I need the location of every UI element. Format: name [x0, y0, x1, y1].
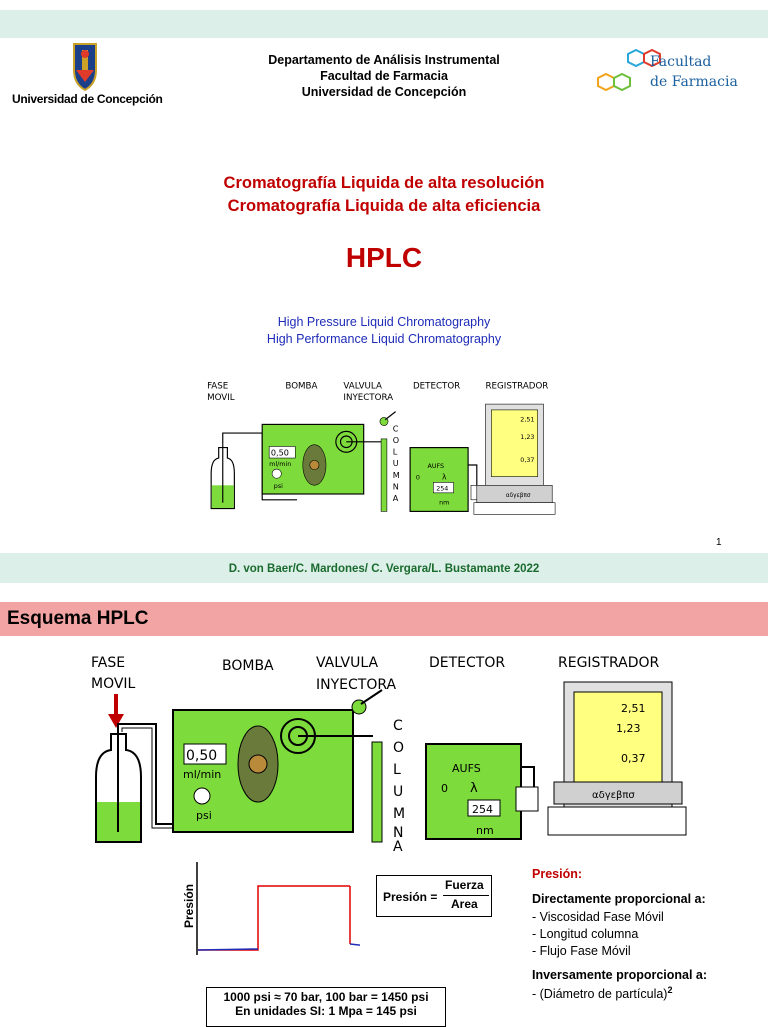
columna-letter: O: [393, 435, 399, 445]
keyboard-label: αδγεβπσ: [506, 493, 531, 499]
title-line: Cromatografía Liquida de alta eficiencia: [227, 197, 541, 215]
bomba-label: BOMBA: [285, 381, 317, 391]
movil-label: MOVIL: [207, 393, 235, 403]
psi-unit: psi: [274, 482, 283, 490]
graph-ylabel: Presión: [182, 884, 196, 928]
slide-titles: Cromatografía Liquida de alta resolución…: [100, 172, 668, 218]
department-block: Departamento de Análisis Instrumental Fa…: [200, 52, 568, 100]
columna-letter: C: [393, 423, 399, 433]
columna-letter: M: [393, 806, 405, 822]
bomba-label: BOMBA: [222, 658, 274, 674]
lambda-label: λ: [470, 781, 478, 796]
subtitle-block: High Pressure Liquid Chromatography High…: [0, 314, 768, 348]
inverse-exponent: 2: [667, 985, 673, 995]
hplc-diagram-large: FASE MOVIL BOMBA VALVULA INYECTORA DETEC…: [91, 655, 687, 852]
top-band: [0, 10, 768, 38]
peak-label: 2,51: [520, 416, 534, 424]
peak-label: 1,23: [616, 722, 641, 735]
subtitle-line: High Performance Liquid Chromatography: [266, 332, 502, 346]
subtitle-line: High Pressure Liquid Chromatography: [277, 315, 491, 329]
arrow-down-icon: [108, 694, 124, 728]
direct-item: - Flujo Fase Móvil: [532, 944, 631, 958]
columna-letter: A: [393, 493, 399, 503]
university-line: Universidad de Concepción: [301, 85, 467, 99]
columna-letter: N: [393, 481, 399, 491]
slide-title: Esquema HPLC: [7, 608, 149, 629]
wavelength-readout: 254: [472, 803, 493, 816]
inyectora-label: INYECTORA: [316, 677, 397, 693]
title-line: Cromatografía Liquida de alta resolución: [223, 174, 545, 192]
registrador-label: REGISTRADOR: [486, 381, 549, 391]
direct-heading: Directamente proporcional a:: [532, 892, 706, 906]
hplc-diagram-small: FASE MOVIL BOMBA VALVULA INYECTORA DETEC…: [207, 381, 556, 515]
presion-heading: Presión:: [532, 867, 583, 881]
nm-label: nm: [476, 824, 494, 837]
faculty-logo-line: Facultad: [650, 54, 712, 70]
columna-letter: U: [393, 784, 403, 800]
esquema-slide: Esquema HPLC FASE MOVIL BOMBA VALVULA IN…: [0, 590, 768, 1027]
columna-letter: O: [393, 740, 404, 756]
faculty-logo-line: de Farmacia: [650, 74, 738, 90]
peak-label: 0,37: [520, 456, 534, 464]
columna-letter: U: [393, 458, 399, 468]
inverse-item: - (Diámetro de partícula)2: [532, 985, 672, 1001]
psi-unit: psi: [196, 809, 212, 822]
inverse-item-text: - (Diámetro de partícula): [532, 987, 668, 1002]
inverse-heading: Inversamente proporcional a:: [532, 968, 708, 982]
udec-crest-icon: [73, 43, 97, 92]
nm-label: nm: [439, 498, 449, 506]
university-label: Universidad de Concepción: [12, 92, 163, 106]
columna-letter: L: [393, 447, 398, 457]
fase-label: FASE: [207, 381, 228, 391]
zero-label: 0: [441, 782, 448, 795]
faculty-hexagon-icon: [597, 48, 661, 92]
pressure-formula: Presión = Fuerza Area: [376, 875, 492, 917]
page-number: 1: [716, 537, 722, 548]
flow-readout: 0,50: [271, 448, 289, 458]
flow-unit: ml/min: [183, 768, 221, 781]
direct-item: - Viscosidad Fase Móvil: [532, 910, 664, 924]
conversion-line: En unidades SI: 1 Mpa = 145 psi: [235, 1004, 417, 1018]
columna-letter: M: [393, 470, 400, 480]
fase-label: FASE: [91, 655, 125, 671]
keyboard-label: αδγεβπσ: [592, 790, 635, 801]
direct-list: - Viscosidad Fase Móvil - Longitud colum…: [532, 909, 664, 960]
authors-line: D. von Baer/C. Mardones/ C. Vergara/L. B…: [228, 563, 540, 575]
direct-item: - Longitud columna: [532, 927, 639, 941]
title-slide: Universidad de Concepción Departamento d…: [0, 10, 768, 583]
columna-letter: N: [393, 825, 403, 841]
columna-letter: C: [393, 718, 403, 734]
movil-label: MOVIL: [91, 676, 136, 692]
conversion-line: 1000 psi ≈ 70 bar, 100 bar = 1450 psi: [223, 990, 429, 1004]
columna-letter: L: [393, 762, 401, 778]
flow-readout: 0,50: [186, 748, 217, 764]
peak-label: 0,37: [621, 752, 646, 765]
formula-numerator: Fuerza: [445, 878, 484, 892]
columna-letter: A: [393, 839, 403, 852]
unit-conversion-box: 1000 psi ≈ 70 bar, 100 bar = 1450 psi En…: [206, 987, 446, 1027]
aufs-label: AUFS: [428, 462, 445, 470]
lambda-label: λ: [442, 473, 447, 482]
pressure-graph: Presión: [182, 862, 360, 955]
detector-label: DETECTOR: [413, 381, 460, 391]
wavelength-readout: 254: [436, 485, 448, 493]
peak-label: 2,51: [621, 702, 646, 715]
inyectora-label: INYECTORA: [343, 393, 393, 403]
valvula-label: VALVULA: [316, 655, 378, 671]
detector-label: DETECTOR: [429, 655, 505, 671]
faculty-line: Facultad de Farmacia: [320, 69, 448, 83]
flow-unit: ml/min: [269, 460, 291, 468]
author-band: [0, 553, 768, 583]
department-line: Departamento de Análisis Instrumental: [268, 53, 500, 67]
slide-header-band: [0, 602, 768, 636]
hplc-acronym: HPLC: [345, 242, 423, 273]
registrador-label: REGISTRADOR: [558, 655, 660, 671]
formula-lhs: Presión =: [383, 890, 438, 904]
formula-denominator: Area: [451, 897, 478, 911]
valvula-label: VALVULA: [343, 381, 382, 391]
aufs-label: AUFS: [452, 762, 481, 775]
zero-label: 0: [416, 474, 420, 482]
faculty-logo-text: Facultad de Farmacia: [650, 52, 738, 92]
peak-label: 1,23: [520, 433, 534, 441]
